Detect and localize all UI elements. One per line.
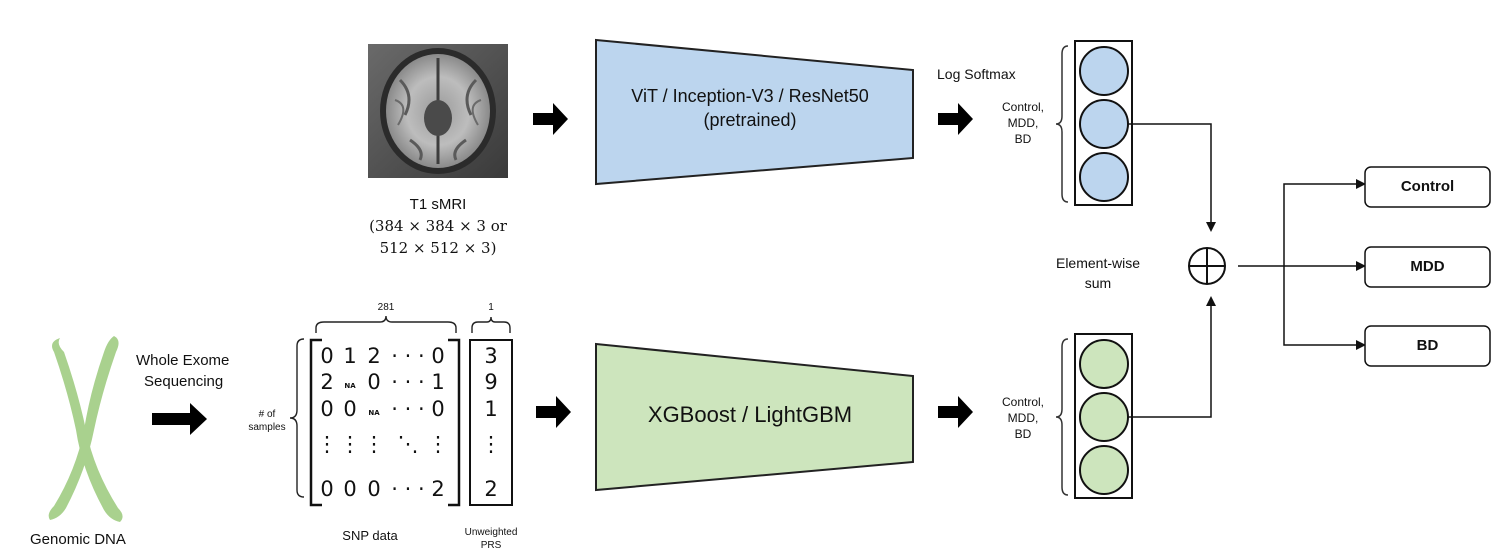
element-wise-sum-symbol: [1188, 247, 1226, 285]
snp-cell-r3-c3: ⋱: [397, 432, 419, 456]
snp-cell-r0-c0: 0: [320, 344, 334, 368]
mri-caption-title: T1 sMRI: [409, 196, 467, 213]
snp-cell-r4-c1: 0: [343, 477, 357, 501]
log-softmax-label: Log Softmax: [937, 66, 1016, 82]
snp-cell-r3-c2: ⋮: [363, 432, 385, 456]
snp-cell-r1-c2: 0: [367, 370, 381, 394]
snp-matrix-brackets: [309, 338, 461, 507]
snp-cell-r1-c4: 1: [431, 370, 445, 394]
class-label-mdd: MDD: [1410, 258, 1445, 275]
connector-image-to-sum: [1128, 123, 1216, 232]
image-output-label-bd: BD: [1014, 132, 1032, 146]
connector-sum-to-classes: [1238, 179, 1366, 350]
snp-cell-r0-c3: · · ·: [391, 344, 425, 368]
snp-cell-r3-c4: ⋮: [427, 432, 449, 456]
snp-cell-r0-c1: 1: [343, 344, 357, 368]
arrow-snp-to-model: [536, 396, 571, 428]
tabular-output-nodes: [1055, 333, 1133, 499]
prs-label-line1: Unweighted: [464, 527, 518, 538]
prs-count-label: 1: [488, 302, 494, 313]
prs-value-0: 3: [484, 344, 498, 368]
arrow-model-to-tabular-output: [938, 396, 973, 428]
snp-cell-r2-c0: 0: [320, 397, 334, 421]
image-output-label-control: Control,: [1001, 100, 1045, 114]
element-wise-sum-label: Element-wise: [1055, 255, 1141, 271]
tabular-model-trapezoid: [595, 342, 914, 492]
snp-cell-r0-c4: 0: [431, 344, 445, 368]
prs-value-2: 1: [484, 397, 498, 421]
wes-label-line2: Sequencing: [144, 373, 224, 390]
snp-cell-r1-c3: · · ·: [391, 370, 425, 394]
image-model-trapezoid: [595, 38, 914, 186]
element-wise-sum-label-line2: sum: [1084, 275, 1112, 291]
snp-count-label: 281: [377, 302, 395, 313]
snp-cell-r2-c3: · · ·: [391, 397, 425, 421]
snp-data-label: SNP data: [342, 528, 398, 543]
prs-vector-box: [469, 339, 513, 506]
tabular-output-label-mdd: MDD,: [1007, 411, 1039, 425]
image-output-nodes: [1055, 40, 1133, 206]
snp-cell-r3-c0: ⋮: [316, 432, 338, 456]
snp-cell-r2-c1: 0: [343, 397, 357, 421]
snp-cell-r2-c2: NA: [368, 409, 380, 417]
chromosome-icon: [48, 336, 123, 522]
snp-cell-r1-c1: NA: [344, 382, 356, 390]
class-label-bd: BD: [1416, 337, 1439, 354]
prs-count-brace: [471, 316, 511, 333]
prs-value-1: 9: [484, 370, 498, 394]
wes-label-line1: Whole Exome: [136, 352, 230, 369]
snp-cell-r4-c4: 2: [431, 477, 445, 501]
tabular-model-label: XGBoost / LightGBM: [647, 402, 853, 427]
snp-cell-r0-c2: 2: [367, 344, 381, 368]
mri-caption-dims-line2: 512 × 512 × 3): [379, 239, 497, 257]
snp-cell-r3-c1: ⋮: [339, 432, 361, 456]
connector-tabular-to-sum: [1128, 296, 1216, 418]
samples-brace: [289, 338, 305, 498]
class-box-mdd: [1364, 246, 1491, 288]
image-model-pretrained-label: (pretrained): [703, 110, 797, 130]
snp-cell-r2-c4: 0: [431, 397, 445, 421]
prs-value-3: ⋮: [480, 432, 502, 456]
mri-caption-dims-line1: (384 × 384 × 3 or: [369, 217, 507, 235]
tabular-output-label-bd: BD: [1014, 427, 1032, 441]
snp-cell-r4-c2: 0: [367, 477, 381, 501]
tabular-output-label-control: Control,: [1001, 395, 1045, 409]
arrow-dna-to-snp: [152, 403, 207, 435]
class-box-bd: [1364, 325, 1491, 367]
class-box-control: [1364, 166, 1491, 208]
arrow-model-to-image-output: [938, 103, 973, 135]
snp-count-brace: [315, 315, 457, 333]
snp-cell-r4-c3: · · ·: [391, 477, 425, 501]
class-label-control: Control: [1400, 178, 1455, 195]
mri-image: [368, 44, 508, 178]
genomic-dna-label: Genomic DNA: [30, 531, 126, 548]
prs-label-line2: PRS: [480, 540, 502, 551]
snp-cell-r4-c0: 0: [320, 477, 334, 501]
samples-label-line2: samples: [248, 422, 286, 433]
samples-label-line1: # of: [258, 409, 276, 420]
arrow-mri-to-model: [533, 103, 568, 135]
image-output-label-mdd: MDD,: [1007, 116, 1039, 130]
image-model-label: ViT / Inception-V3 / ResNet50: [631, 86, 869, 106]
snp-cell-r1-c0: 2: [320, 370, 334, 394]
prs-value-4: 2: [484, 477, 498, 501]
